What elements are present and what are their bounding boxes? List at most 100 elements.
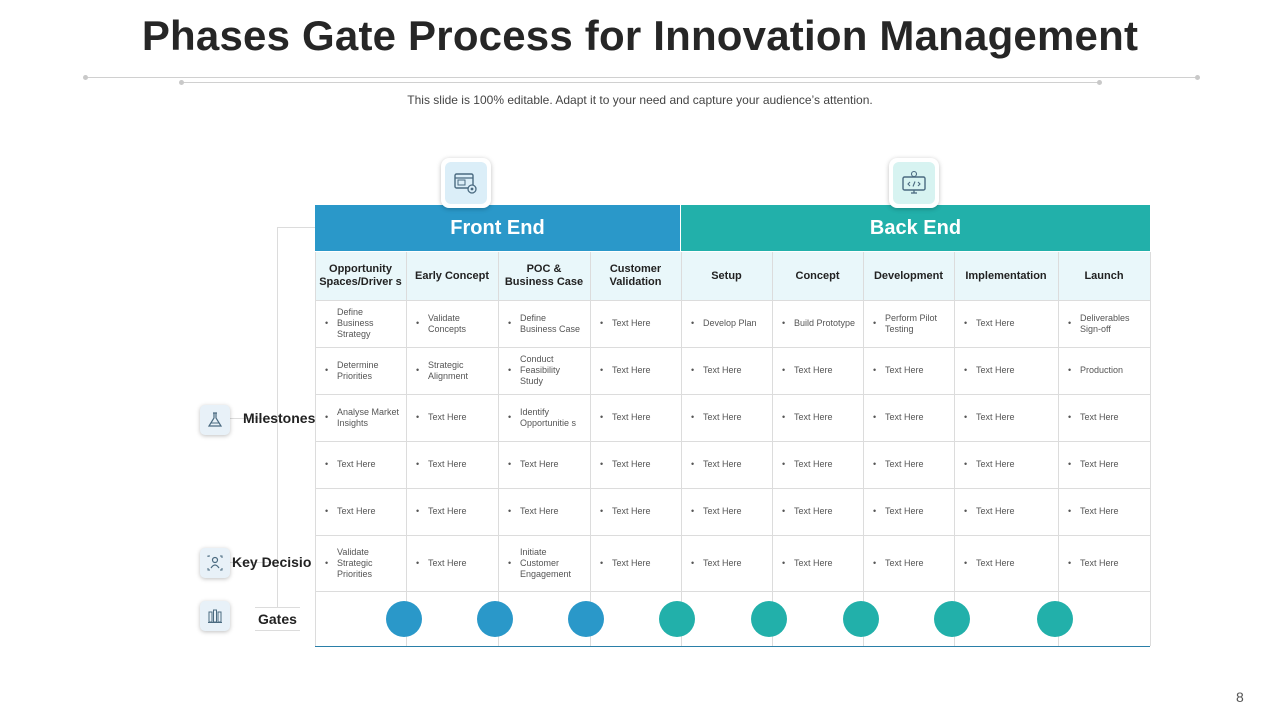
cell-text: Text Here bbox=[612, 318, 651, 328]
gates-icon-tile bbox=[200, 601, 230, 631]
cell-text: Initiate Customer Engagement bbox=[520, 546, 572, 579]
key-decisions-icon-tile bbox=[200, 548, 230, 578]
cell-text: Strategic Alignment bbox=[428, 359, 469, 381]
monitor-code-settings-icon bbox=[902, 170, 926, 194]
bullet-mark: • bbox=[508, 459, 512, 469]
cell-text: Text Here bbox=[428, 557, 467, 568]
cell-text: Text Here bbox=[976, 365, 1015, 375]
gate-circle bbox=[1037, 600, 1073, 637]
connector-top bbox=[277, 227, 315, 228]
bullet-mark: • bbox=[964, 557, 968, 568]
bullet-mark: • bbox=[600, 459, 604, 469]
table-cell: • Text Here bbox=[590, 535, 681, 591]
table-cell: •Text Here bbox=[1058, 488, 1150, 535]
bullet-mark: • bbox=[600, 318, 604, 328]
grid-line-vertical bbox=[498, 252, 499, 646]
grid-line-horizontal bbox=[315, 347, 1150, 348]
phase-header-row bbox=[315, 252, 1150, 300]
bullet-mark: • bbox=[691, 412, 695, 422]
table-cell: •Determine Priorities bbox=[315, 347, 406, 394]
title-underline-inner bbox=[181, 82, 1099, 83]
bullet-mark: • bbox=[508, 318, 512, 328]
cell-text: Conduct Feasibility Study bbox=[520, 354, 561, 386]
title-underline-outer bbox=[85, 77, 1197, 78]
gate-circle bbox=[568, 600, 604, 637]
gates-label: Gates bbox=[258, 611, 297, 627]
table-cell: •Text Here bbox=[954, 300, 1058, 347]
table-cell: •Perform Pilot Testing bbox=[863, 300, 954, 347]
gate-circle bbox=[659, 600, 695, 637]
table-cell: •Text Here bbox=[772, 488, 863, 535]
table-cell: •Text Here bbox=[590, 394, 681, 441]
grid-line-vertical bbox=[954, 252, 955, 646]
bullet-mark: • bbox=[782, 365, 786, 375]
table-cell: •Define Business Case bbox=[498, 300, 590, 347]
table-cell: •Text Here bbox=[681, 394, 772, 441]
gate-circle bbox=[386, 600, 422, 637]
bullet-mark: • bbox=[964, 365, 968, 375]
slide-subtitle: This slide is 100% editable. Adapt it to… bbox=[407, 93, 873, 107]
cell-text: Text Here bbox=[337, 459, 376, 469]
table-cell: •Text Here bbox=[772, 535, 863, 591]
bullet-mark: • bbox=[600, 557, 604, 568]
cell-text: Text Here bbox=[703, 506, 742, 516]
table-cell: •Text Here bbox=[681, 347, 772, 394]
table-cell: •Text Here bbox=[863, 441, 954, 488]
table-cell: •Text Here bbox=[1058, 535, 1150, 591]
cell-text: Identify Opportunitie s bbox=[520, 406, 577, 428]
front-end-label: Front End bbox=[450, 216, 545, 239]
table-cell: •Text Here bbox=[406, 394, 498, 441]
cell-text: Text Here bbox=[612, 365, 651, 375]
table-cell: •Initiate Customer Engagement bbox=[498, 535, 590, 591]
table-bottom-border bbox=[315, 646, 1150, 647]
gate-circle bbox=[843, 600, 879, 637]
bullet-mark: • bbox=[691, 459, 695, 469]
gate-circle bbox=[751, 600, 787, 637]
bullet-mark: • bbox=[600, 506, 604, 516]
cell-text: Text Here bbox=[612, 412, 651, 422]
cell-text: Text Here bbox=[612, 557, 651, 568]
milestones-icon-tile bbox=[200, 405, 230, 435]
page-number: 8 bbox=[1236, 689, 1244, 705]
cell-text: Text Here bbox=[885, 506, 924, 516]
table-cell: •Text Here bbox=[772, 441, 863, 488]
table-cell: •Text Here bbox=[498, 488, 590, 535]
bullet-mark: • bbox=[873, 506, 877, 516]
bullet-mark: • bbox=[325, 365, 329, 375]
bullet-mark: • bbox=[1068, 412, 1072, 422]
table-cell: •Text Here bbox=[590, 347, 681, 394]
cell-text: Validate Concepts bbox=[428, 312, 467, 334]
table-cell: •Text Here bbox=[681, 488, 772, 535]
bullet-mark: • bbox=[691, 557, 695, 568]
grid-line-vertical bbox=[315, 252, 316, 646]
cell-text: Text Here bbox=[976, 557, 1015, 568]
bullet-mark: • bbox=[782, 412, 786, 422]
bullet-mark: • bbox=[873, 318, 877, 328]
cell-text: Text Here bbox=[885, 412, 924, 422]
table-cell: •Text Here bbox=[1058, 394, 1150, 441]
table-cell: •Text Here bbox=[406, 488, 498, 535]
table-cell: •Text Here bbox=[954, 488, 1058, 535]
cell-text: Text Here bbox=[703, 557, 742, 568]
back-end-label: Back End bbox=[869, 216, 962, 239]
bullet-mark: • bbox=[325, 557, 329, 568]
gate-circle bbox=[934, 600, 970, 637]
bullet-mark: • bbox=[1068, 459, 1072, 469]
cell-text: Text Here bbox=[885, 365, 924, 375]
bullet-mark: • bbox=[1068, 365, 1072, 375]
cell-text: Text Here bbox=[885, 459, 924, 469]
bullet-mark: • bbox=[782, 506, 786, 516]
table-cell: •Conduct Feasibility Study bbox=[498, 347, 590, 394]
cell-text: Text Here bbox=[794, 459, 833, 469]
table-cell: • Text Here bbox=[1058, 441, 1150, 488]
cell-text: Develop Plan bbox=[703, 318, 757, 328]
grid-line-vertical bbox=[772, 252, 773, 646]
slide-title: Phases Gate Process for Innovation Manag… bbox=[141, 12, 1139, 59]
table-cell: •Validate Strategic Priorities bbox=[315, 535, 406, 591]
cell-text: Text Here bbox=[1080, 459, 1119, 469]
table-cell: •Text Here bbox=[772, 394, 863, 441]
cell-text: Text Here bbox=[428, 506, 467, 516]
table-cell: •Text Here bbox=[315, 488, 406, 535]
table-cell: •Text Here bbox=[406, 441, 498, 488]
connector-gates-bottom bbox=[255, 630, 300, 631]
